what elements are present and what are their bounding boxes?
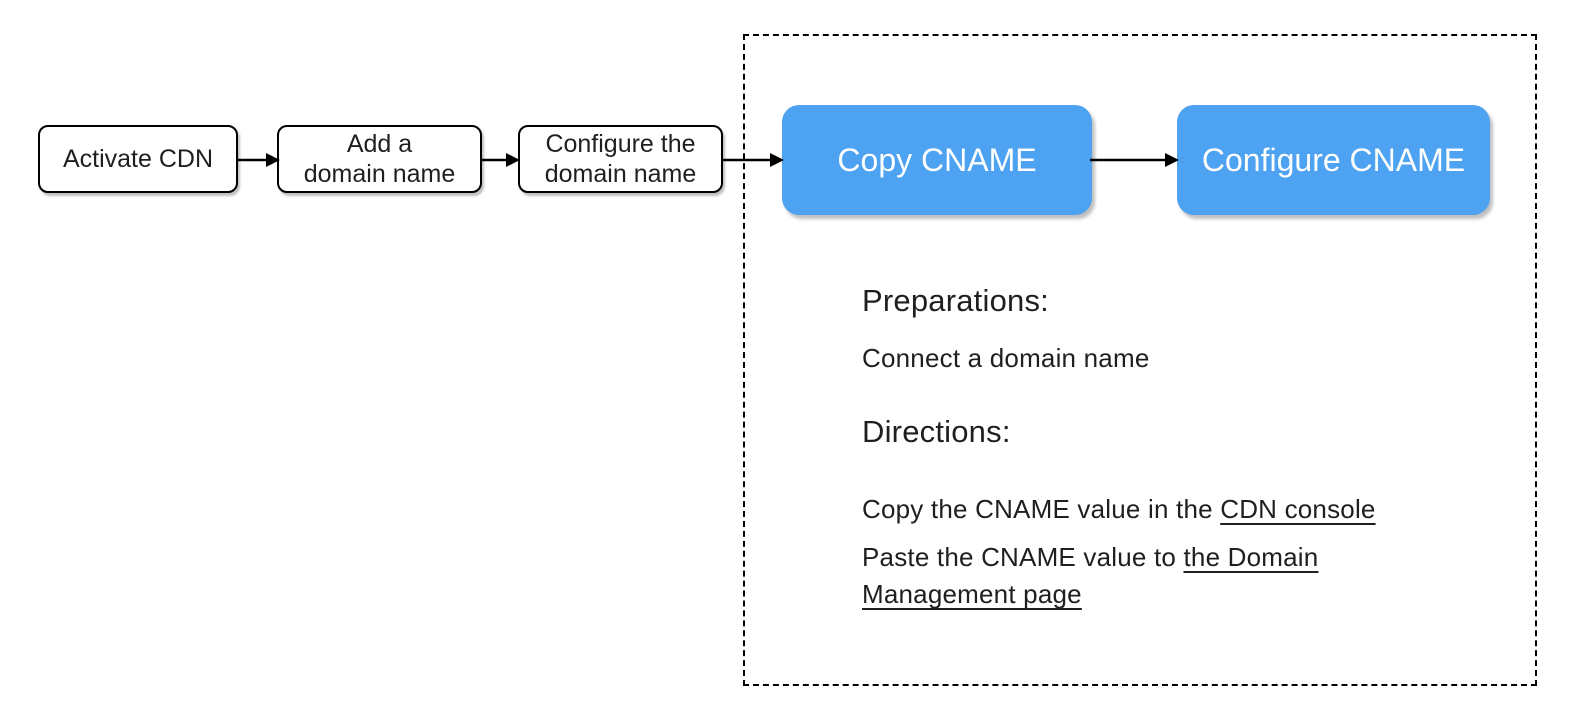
- flow-step-label-line1: Configure the: [545, 130, 696, 158]
- direction-text: Copy the CNAME value in the: [862, 494, 1221, 524]
- preparations-heading: Preparations:: [862, 283, 1049, 318]
- flow-arrow-icon: [721, 153, 784, 167]
- copy-cname-node[interactable]: Copy CNAME: [782, 105, 1092, 215]
- flow-step-label: Activate CDN: [62, 145, 214, 173]
- configure-cname-node[interactable]: Configure CNAME: [1177, 105, 1490, 215]
- configure-cname-label: Configure CNAME: [1201, 141, 1466, 178]
- flow-step-configure-domain-name: Configure the domain name: [518, 125, 723, 193]
- preparations-item: Connect a domain name: [862, 343, 1150, 373]
- flow-arrow-icon: [236, 153, 280, 167]
- flow-step-label-line1: Add a: [346, 130, 413, 158]
- directions-heading: Directions:: [862, 414, 1011, 449]
- flow-arrow-icon: [1090, 153, 1179, 167]
- direction-item: Copy the CNAME value in the CDN console: [862, 491, 1376, 528]
- cdn-console-link[interactable]: CDN console: [1220, 494, 1376, 524]
- direction-item: Paste the CNAME value to the Domain Mana…: [862, 539, 1392, 613]
- flow-step-label-line2: domain name: [303, 160, 456, 188]
- flow-step-label-line2: domain name: [544, 160, 697, 188]
- flow-step-add-domain-name: Add a domain name: [277, 125, 482, 193]
- domain-management-page-link[interactable]: the Domain Management page: [862, 542, 1319, 609]
- cname-configuration-section: [743, 34, 1537, 686]
- flow-step-activate-cdn: Activate CDN: [38, 125, 238, 193]
- direction-text: Paste the CNAME value to: [862, 542, 1184, 572]
- flow-arrow-icon: [480, 153, 520, 167]
- copy-cname-label: Copy CNAME: [837, 141, 1037, 178]
